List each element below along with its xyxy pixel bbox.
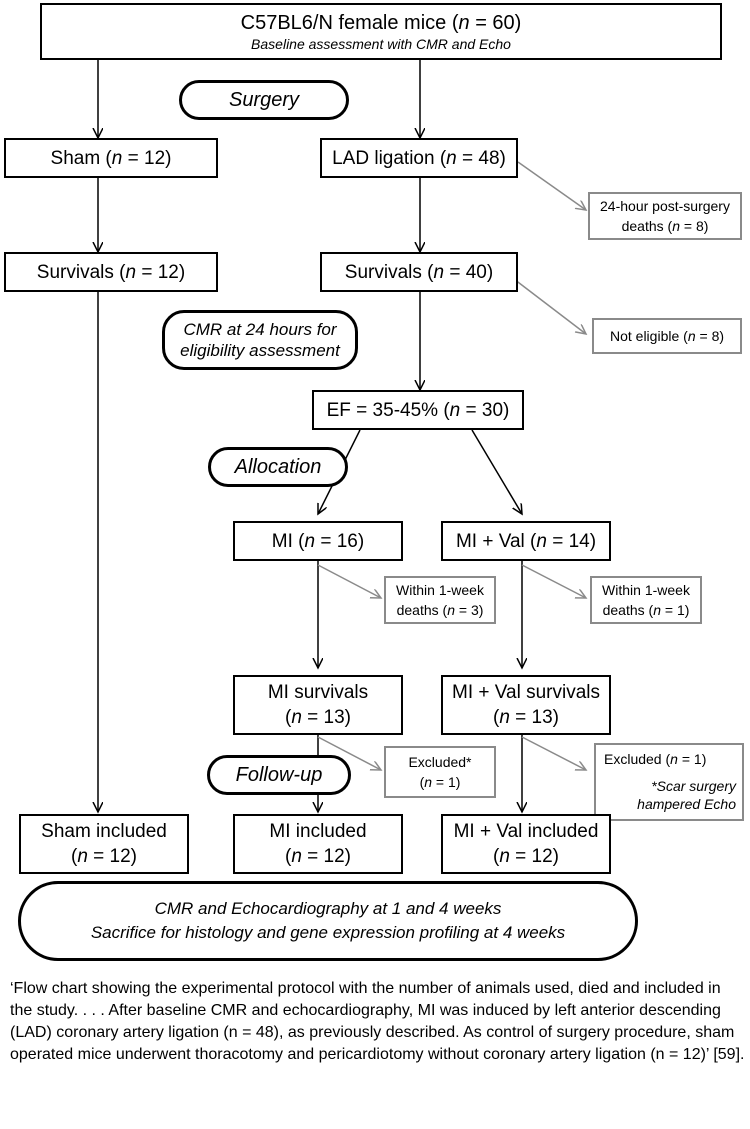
mival-survivals-box: MI + Val survivals (n = 13) xyxy=(441,675,611,735)
not-eligible-box: Not eligible (n = 8) xyxy=(592,318,742,354)
follow-up-label: Follow-up xyxy=(207,755,351,795)
ef-box: EF = 35-45% (n = 30) xyxy=(312,390,524,430)
hampered-echo-note: hampered Echo xyxy=(637,796,736,812)
flowchart: C57BL6/N female mice (n = 60) Baseline a… xyxy=(0,3,750,975)
arrow-mi-to-deaths xyxy=(317,564,381,598)
sham-survivals-box: Survivals (n = 12) xyxy=(4,252,218,292)
sham-box: Sham (n = 12) xyxy=(4,138,218,178)
baseline-box: C57BL6/N female mice (n = 60) Baseline a… xyxy=(40,3,722,60)
cmr-24h-label: CMR at 24 hours for eligibility assessme… xyxy=(162,310,358,370)
mival-deaths-box: Within 1-week deaths (n = 1) xyxy=(590,576,702,624)
lad-survivals-box: Survivals (n = 40) xyxy=(320,252,518,292)
mi-excluded-box: Excluded* (n = 1) xyxy=(384,746,496,798)
sham-included-box: Sham included (n = 12) xyxy=(19,814,189,874)
lad-ligation-box: LAD ligation (n = 48) xyxy=(320,138,518,178)
baseline-subtitle: Baseline assessment with CMR and Echo xyxy=(251,35,511,52)
allocation-label: Allocation xyxy=(208,447,348,487)
flow-connectors xyxy=(0,60,750,975)
mival-excluded-box: Excluded (n = 1) *Scar surgery hampered … xyxy=(594,743,744,821)
mival-included-box: MI + Val included (n = 12) xyxy=(441,814,611,874)
mi-included-box: MI included (n = 12) xyxy=(233,814,403,874)
mi-survivals-box: MI survivals (n = 13) xyxy=(233,675,403,735)
arrow-mi-survivals-to-excluded xyxy=(317,736,381,770)
arrow-ef-to-mival xyxy=(471,429,522,514)
arrow-survivals-to-not-eligible xyxy=(509,275,586,334)
arrow-mival-to-deaths xyxy=(521,564,586,598)
mival-box: MI + Val (n = 14) xyxy=(441,521,611,561)
arrow-lad-to-deaths xyxy=(517,161,586,210)
mi-box: MI (n = 16) xyxy=(233,521,403,561)
scar-surgery-note: *Scar surgery xyxy=(651,778,736,794)
post-surgery-deaths-box: 24-hour post-surgery deaths (n = 8) xyxy=(588,192,742,240)
figure-caption: ‘Flow chart showing the experimental pro… xyxy=(10,980,745,1063)
surgery-label: Surgery xyxy=(179,80,349,120)
arrow-mival-survivals-to-excluded xyxy=(521,736,586,770)
final-assessment-label: CMR and Echocardiography at 1 and 4 week… xyxy=(18,881,638,961)
mi-deaths-box: Within 1-week deaths (n = 3) xyxy=(384,576,496,624)
